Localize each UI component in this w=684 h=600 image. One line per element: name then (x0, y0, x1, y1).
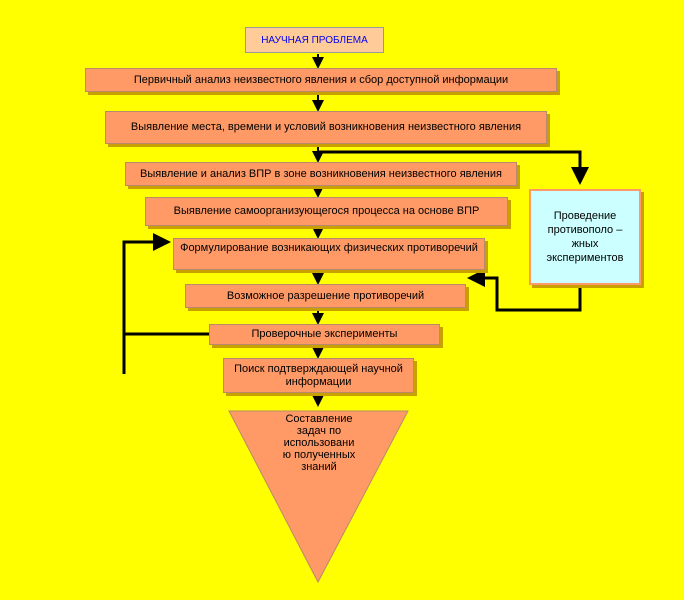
final-tasks-label: Составление задач по использовани ю полу… (282, 413, 356, 473)
final-triangle (228, 410, 409, 584)
step-resolve-contradictions: Возможное разрешение противоречий (185, 284, 466, 308)
scientific-problem-box: НАУЧНАЯ ПРОБЛЕМА (245, 27, 384, 53)
step-verification-experiments: Проверочные эксперименты (209, 324, 440, 345)
step-primary-analysis: Первичный анализ неизвестного явления и … (85, 68, 557, 92)
feedback-loop-left (122, 233, 171, 374)
step-place-time-conditions: Выявление места, времени и условий возни… (105, 111, 547, 144)
step-formulate-contradictions: Формулирование возникающих физических пр… (173, 238, 485, 270)
step-search-confirming-info: Поиск подтверждающей научной информации (223, 358, 414, 393)
step-vpr-analysis: Выявление и анализ ВПР в зоне возникнове… (125, 162, 517, 186)
opposite-experiments-box: Проведение противополо – жных эксперимен… (529, 189, 641, 285)
arrow-to-side-box (318, 150, 589, 185)
arrow-side-box-return (467, 269, 582, 312)
step-self-organizing-process: Выявление самоорганизующегося процесса н… (145, 197, 508, 226)
